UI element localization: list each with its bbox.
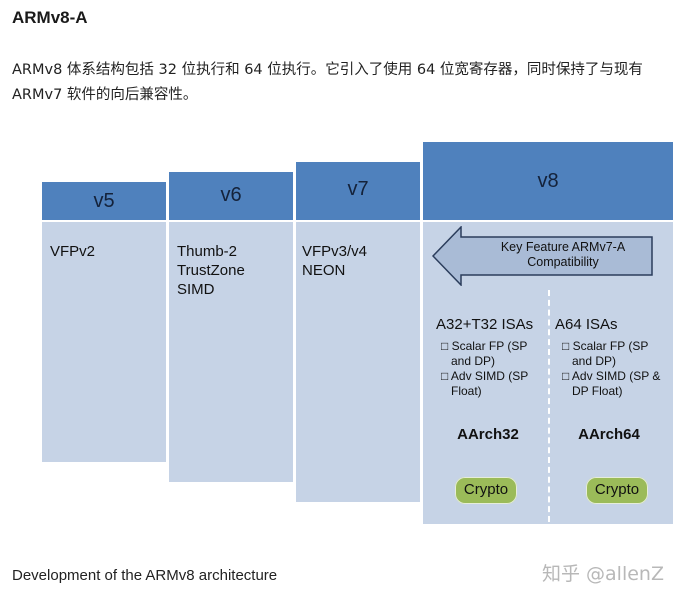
v5-body [42,222,166,462]
aarch64-isa-title: A64 ISAs [555,316,618,333]
v7-body [296,222,420,502]
v5-features: VFPv2 [50,243,96,260]
v6-features: Thumb-2 TrustZone SIMD [177,243,245,298]
v6-body [169,222,293,482]
v8-header [423,142,673,220]
aarch64-crypto-badge: Crypto [586,477,648,504]
v7-header [296,162,420,220]
v5-header [42,182,166,220]
left-arrow-icon [432,226,653,286]
page-title: ARMv8-A [12,8,88,27]
v8-label: v8 [537,170,559,192]
v5-label: v5 [42,182,166,220]
aarch32-isa-features: □ Scalar FP (SP and DP) □ Adv SIMD (SP F… [441,339,529,398]
aarch32-crypto-badge: Crypto [455,477,517,504]
figure-caption: Development of the ARMv8 architecture [12,567,278,584]
aarch64-isa-features: □ Scalar FP (SP and DP) □ Adv SIMD (SP &… [562,339,661,398]
watermark: 知乎 @allenZ [542,563,664,585]
v6-label: v6 [220,184,242,206]
v8-body [423,222,673,524]
intro-paragraph-line-2: ARMv7 软件的向后兼容性。 [12,87,198,103]
intro-paragraph-line-1: ARMv8 体系结构包括 32 位执行和 64 位执行。它引入了使用 64 位宽… [12,62,643,78]
aarch32-label: AArch32 [457,426,519,443]
aarch32-isa-title: A32+T32 ISAs [436,316,534,333]
key-feature-label: Key Feature ARMv7-A Compatibility [500,240,626,269]
v7-features: VFPv3/v4 NEON [302,243,368,279]
v7-label: v7 [347,178,369,200]
v6-header [169,172,293,220]
aarch-divider [548,290,550,522]
aarch64-label: AArch64 [578,426,640,443]
